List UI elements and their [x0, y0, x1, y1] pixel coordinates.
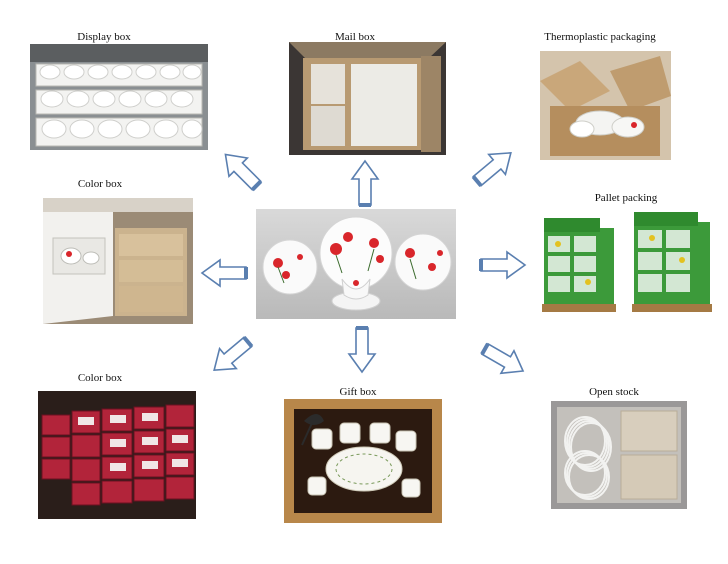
arrow-to-color-box-left — [201, 259, 248, 287]
center-dinnerware-photo — [256, 209, 456, 319]
mail-box-photo — [289, 42, 446, 155]
label-thermoplastic-packaging: Thermoplastic packaging — [544, 31, 656, 43]
label-color-box-left: Color box — [77, 178, 123, 190]
color-box-bottom-photo — [38, 391, 196, 519]
label-gift-box: Gift box — [339, 386, 377, 398]
arrow-to-display-box — [215, 144, 267, 196]
color-box-left-photo — [43, 198, 193, 324]
arrow-to-open-stock — [477, 336, 531, 384]
label-color-box-bottom: Color box — [77, 372, 123, 384]
thermoplastic-packaging-photo — [540, 51, 671, 160]
arrow-to-thermoplastic — [467, 142, 521, 192]
display-box-photo — [30, 44, 208, 150]
label-pallet-packing: Pallet packing — [594, 192, 658, 204]
pallet-packing-photo — [532, 210, 722, 316]
arrow-to-pallet — [479, 251, 526, 279]
arrow-to-mail-box — [351, 160, 379, 207]
arrow-to-color-box-bottom — [204, 331, 258, 381]
open-stock-photo — [551, 401, 687, 509]
label-mail-box: Mail box — [334, 31, 376, 43]
gift-box-photo — [284, 399, 442, 523]
label-display-box: Display box — [77, 31, 131, 43]
label-open-stock: Open stock — [589, 386, 639, 398]
arrow-to-gift-box — [348, 326, 376, 373]
